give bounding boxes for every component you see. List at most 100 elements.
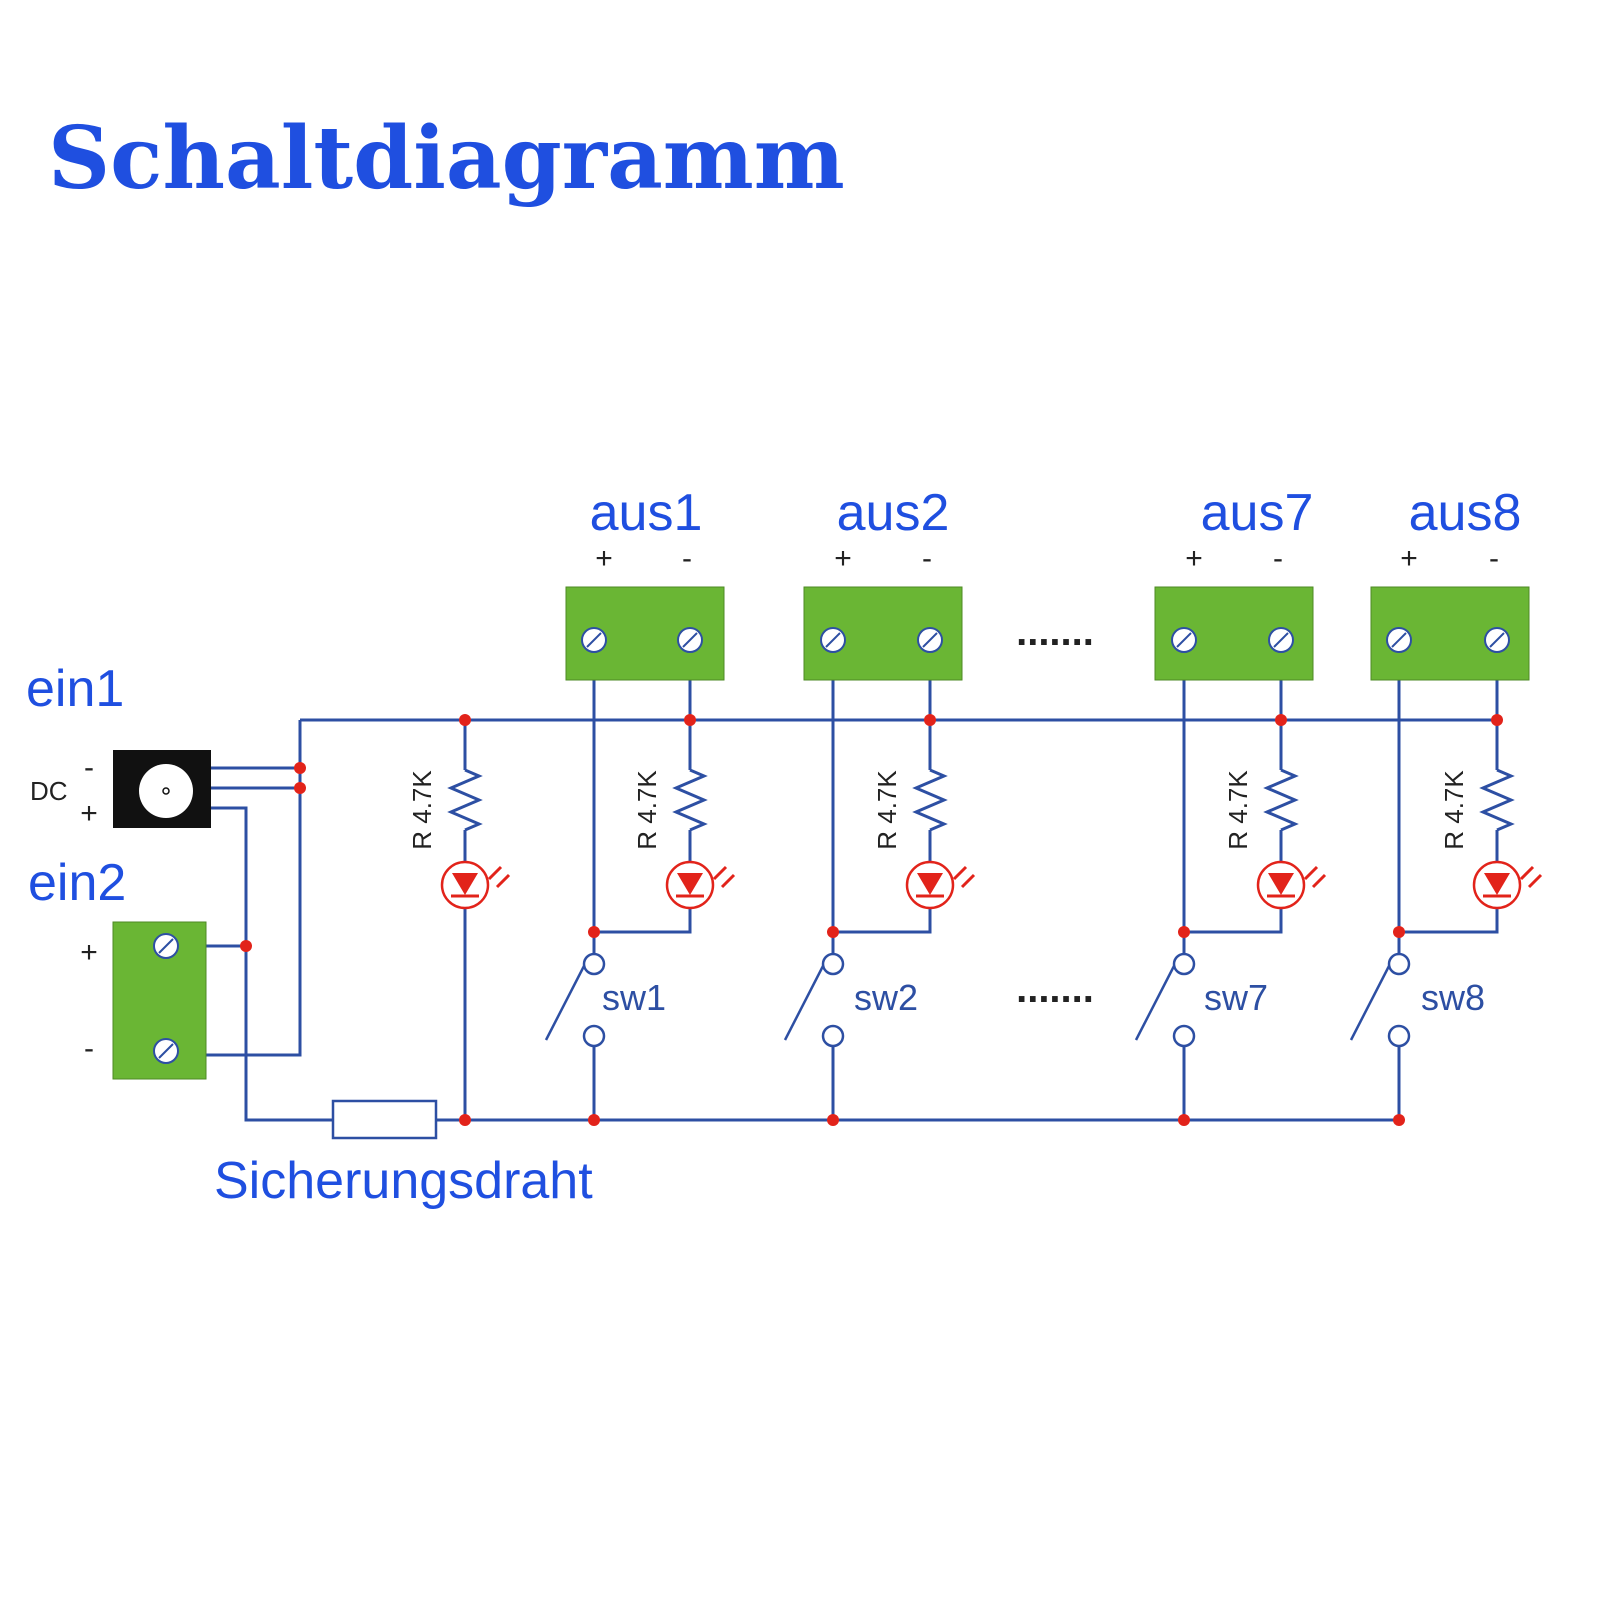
dc-plus-sign: + [80, 797, 98, 830]
led-ray [1519, 865, 1535, 881]
ein2-terminal [112, 921, 207, 1080]
switch-contact [1172, 952, 1196, 976]
led-icon [665, 860, 736, 910]
switch-contact [582, 952, 606, 976]
output-terminal-aus2 [803, 586, 963, 681]
junction-node [588, 1114, 600, 1126]
switch-icon [783, 952, 845, 1048]
resistor-icon [1263, 768, 1299, 832]
page-title: Schaltdiagramm [48, 108, 845, 209]
resistor-icon [1479, 768, 1515, 832]
switch-icon [1134, 952, 1196, 1048]
junction-node [1275, 714, 1287, 726]
output-label: aus1 [590, 484, 703, 542]
junction-node [1491, 714, 1503, 726]
led-triangle [452, 873, 478, 895]
plus-sign: + [1185, 542, 1203, 575]
switch-icon [544, 952, 606, 1048]
ein2-minus-sign: - [84, 1032, 94, 1065]
led-ray [487, 865, 503, 881]
wire [833, 908, 932, 934]
dc-jack-socket [139, 764, 193, 818]
plus-sign: + [595, 542, 613, 575]
ein1-label: ein1 [26, 660, 124, 718]
dc-jack [113, 750, 211, 828]
screw-slot [158, 1043, 174, 1059]
switch-contact [582, 1024, 606, 1048]
led-icon [440, 860, 511, 910]
led-ray [1311, 873, 1327, 889]
output-label: aus8 [1409, 484, 1522, 542]
switch-lever [1134, 965, 1176, 1041]
ellipsis-switches: ....... [1016, 967, 1094, 1011]
led-icon [1256, 860, 1327, 910]
minus-sign: - [682, 542, 692, 575]
wire [1184, 908, 1283, 934]
led-icon [905, 860, 976, 910]
screw-slot [586, 632, 602, 648]
switch-contact [1172, 1024, 1196, 1048]
junction-node [240, 940, 252, 952]
ellipsis-terminals: ....... [1016, 610, 1094, 654]
junction-node [827, 1114, 839, 1126]
resistor-label: R 4.7K [407, 770, 437, 850]
minus-sign: - [922, 542, 932, 575]
led-ray [495, 873, 511, 889]
resistor-label: R 4.7K [1223, 770, 1253, 850]
switch-icon [1349, 952, 1411, 1048]
wire [594, 908, 692, 934]
screw-slot [1391, 632, 1407, 648]
switch-label: sw7 [1204, 977, 1268, 1018]
output-terminal-aus7 [1154, 586, 1314, 681]
led-ray [960, 873, 976, 889]
minus-sign: - [1273, 542, 1283, 575]
dc-jack-pin [162, 787, 170, 795]
led-ray [1527, 873, 1543, 889]
minus-sign: - [1489, 542, 1499, 575]
wire [1399, 908, 1499, 934]
led-triangle [1484, 873, 1510, 895]
resistor-label: R 4.7K [872, 770, 902, 850]
screw-slot [1273, 632, 1289, 648]
junction-node [1178, 1114, 1190, 1126]
junction-node [1393, 926, 1405, 938]
led-ray [720, 873, 736, 889]
resistor-icon [447, 768, 483, 832]
dc-label: DC [30, 776, 68, 806]
led-ray [1303, 865, 1319, 881]
wires [206, 680, 1499, 1122]
junction-nodes [240, 714, 1503, 1126]
output-terminal-aus8 [1370, 586, 1530, 681]
switch-lever [544, 965, 586, 1041]
screw-slot [158, 938, 174, 954]
output-label: aus7 [1201, 484, 1314, 542]
junction-node [459, 1114, 471, 1126]
switch-lever [783, 965, 825, 1041]
switch-contact [1387, 952, 1411, 976]
wire [211, 806, 333, 1122]
junction-node [1393, 1114, 1405, 1126]
switch-lever [1349, 965, 1391, 1041]
screw-slot [922, 632, 938, 648]
led-triangle [917, 873, 943, 895]
fuse-icon [331, 1099, 438, 1140]
resistor-icon [912, 768, 948, 832]
resistor-label: R 4.7K [632, 770, 662, 850]
junction-node [1178, 926, 1190, 938]
screw-slot [1489, 632, 1505, 648]
switch-contact [1387, 1024, 1411, 1048]
switch-label: sw2 [854, 977, 918, 1018]
resistor-label: R 4.7K [1439, 770, 1469, 850]
components [112, 586, 1543, 1140]
ein2-label: ein2 [28, 854, 126, 912]
screw-slot [682, 632, 698, 648]
junction-node [294, 762, 306, 774]
junction-node [588, 926, 600, 938]
switch-label: sw8 [1421, 977, 1485, 1018]
switch-label: sw1 [602, 977, 666, 1018]
ein2-plus-sign: + [80, 936, 98, 969]
led-triangle [677, 873, 703, 895]
fuse-label: Sicherungsdraht [214, 1152, 593, 1210]
